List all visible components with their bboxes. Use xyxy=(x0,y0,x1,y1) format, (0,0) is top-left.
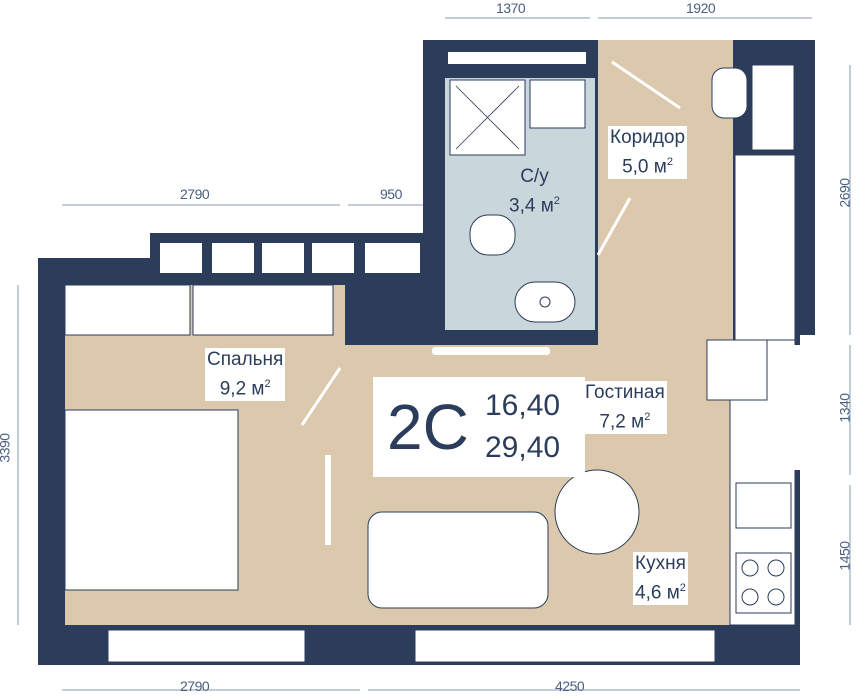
dim-left: 3390 xyxy=(0,433,13,463)
right-window xyxy=(780,345,802,470)
shelf xyxy=(751,64,795,151)
bottom-window-living xyxy=(414,629,716,663)
room-name: Спальня xyxy=(207,349,284,370)
sofa xyxy=(367,511,549,609)
apartment-info-box: 2С 16,40 29,40 xyxy=(373,377,585,477)
dim-upper-bedroom: 2790 xyxy=(180,186,210,202)
bedroom-door[interactable] xyxy=(300,367,342,426)
corridor-door-opening xyxy=(600,40,700,60)
room-area: 9,2 м2 xyxy=(219,378,271,400)
bathroom-door[interactable] xyxy=(596,197,632,256)
corridor-floor xyxy=(598,40,733,345)
room-label-bedroom: Спальня 9,2 м2 xyxy=(205,348,286,402)
cooktop-burners-icon xyxy=(741,559,785,606)
room-name: С/у xyxy=(520,166,549,187)
apartment-type: 2С xyxy=(387,391,469,463)
dining-table xyxy=(554,469,640,555)
washbasin-drain-icon xyxy=(539,296,551,308)
kitchen-sink xyxy=(735,482,792,529)
desk xyxy=(64,284,191,336)
dim-right-bottom: 1450 xyxy=(836,541,853,571)
room-area: 7,2 м2 xyxy=(599,411,651,433)
boiler xyxy=(529,79,586,129)
living-area: 16,40 xyxy=(485,389,561,422)
dim-right-mid: 1340 xyxy=(836,393,853,423)
room-area: 3,4 м2 xyxy=(509,195,560,217)
room-label-corridor: Коридор 5,0 м2 xyxy=(608,126,688,180)
radiator xyxy=(432,347,550,355)
toilet xyxy=(469,214,516,256)
dim-bottom-bedroom: 2790 xyxy=(180,678,210,694)
room-name: Гостиная xyxy=(585,382,665,403)
room-area: 5,0 м2 xyxy=(622,156,673,178)
shower-drain-lines xyxy=(455,85,520,150)
room-area: 4,6 м2 xyxy=(635,582,686,604)
dim-top-bathroom: 1370 xyxy=(496,0,526,16)
room-label-living: Гостиная 7,2 м2 xyxy=(583,381,667,435)
wardrobe-corridor xyxy=(734,154,796,346)
washbasin xyxy=(514,281,576,323)
room-label-bathroom: С/у 3,4 м2 xyxy=(507,165,562,218)
room-name: Коридор xyxy=(610,127,686,148)
corridor-door[interactable] xyxy=(611,60,681,110)
washing-machine xyxy=(711,67,748,119)
dim-bottom-living: 4250 xyxy=(555,678,585,694)
dim-right-top: 2690 xyxy=(836,178,853,208)
mirror xyxy=(325,455,331,545)
room-name: Кухня xyxy=(635,553,686,574)
fridge xyxy=(706,339,768,401)
bed xyxy=(64,409,239,591)
dim-top-corridor: 1920 xyxy=(686,0,716,16)
wardrobe-bedroom xyxy=(192,284,334,336)
bathroom-vent xyxy=(448,52,586,64)
room-label-kitchen: Кухня 4,6 м2 xyxy=(633,552,688,606)
dimension-lines xyxy=(17,17,851,691)
bottom-window-bedroom xyxy=(107,629,306,663)
total-area: 29,40 xyxy=(485,431,561,464)
dim-upper-gap: 950 xyxy=(380,186,402,202)
top-windows xyxy=(160,243,420,273)
